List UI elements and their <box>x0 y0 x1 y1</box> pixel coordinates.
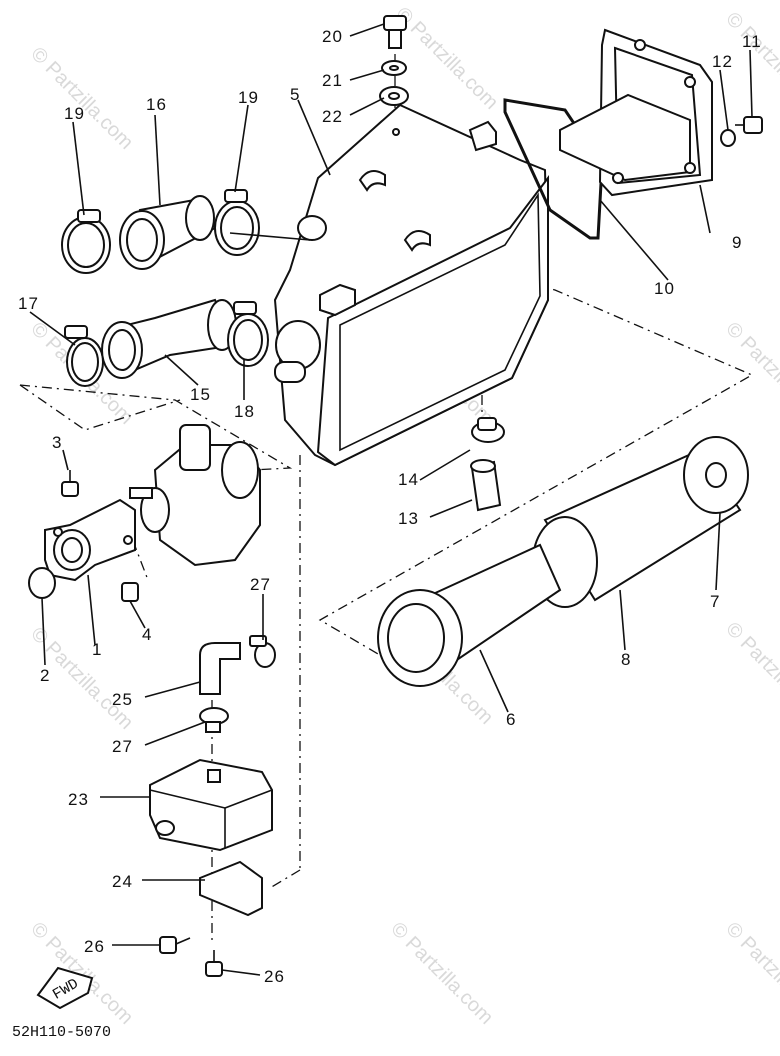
part-19-clamp-right <box>214 189 260 256</box>
part-19-clamp-left <box>61 209 111 274</box>
part-1-carburetor-joint <box>44 498 136 582</box>
fwd-arrow-icon: FWD <box>36 966 94 1010</box>
part-3-bolt <box>61 470 79 497</box>
callout-1: 1 <box>92 640 102 659</box>
callout-16: 16 <box>146 95 167 114</box>
callout-26-right: 26 <box>264 967 285 986</box>
leader-lines <box>29 23 753 976</box>
callout-20: 20 <box>322 27 343 46</box>
callout-26-left: 26 <box>84 937 105 956</box>
callout-22: 22 <box>322 107 343 126</box>
diagram-code: 52H110-5070 <box>12 1024 111 1041</box>
callout-6: 6 <box>506 710 516 729</box>
part-4-nut <box>121 582 139 602</box>
part-16-joint <box>119 195 217 270</box>
part-6-element-guide <box>377 543 562 687</box>
callout-3: 3 <box>52 433 62 452</box>
part-9-joint <box>559 28 713 197</box>
part-22-grommet <box>379 86 409 106</box>
part-25-hose <box>199 642 241 695</box>
callout-numbers: 20 21 22 5 11 12 9 10 19 16 19 17 15 18 … <box>18 27 762 986</box>
part-17-clamp <box>64 325 104 387</box>
callout-17: 17 <box>18 294 39 313</box>
callout-2: 2 <box>40 666 50 685</box>
callout-12: 12 <box>712 52 733 71</box>
part-14-clamp <box>471 417 505 443</box>
part-24-bracket <box>199 860 263 917</box>
callout-14: 14 <box>398 470 419 489</box>
part-2-o-ring <box>28 567 56 599</box>
part-27-clip-upper <box>249 635 276 668</box>
part-10-gasket <box>503 98 604 240</box>
callout-19-right: 19 <box>238 88 259 107</box>
carburetor <box>129 424 261 567</box>
part-7-cap <box>683 436 749 514</box>
watermark-11: © Partzilla.com <box>386 918 497 1029</box>
part-18-clamp <box>227 301 269 367</box>
callout-11: 11 <box>742 32 762 51</box>
callout-5: 5 <box>290 85 300 104</box>
part-23-drain-tank <box>149 758 273 852</box>
part-15-joint <box>101 298 237 379</box>
watermark-12: © Partzilla.com <box>721 918 780 1029</box>
callout-13: 13 <box>398 509 419 528</box>
callout-25: 25 <box>112 690 133 709</box>
watermark-1: © Partzilla.com <box>26 43 137 154</box>
part-26-screw-right <box>205 950 223 977</box>
callout-8: 8 <box>621 650 631 669</box>
callout-19-left: 19 <box>64 104 85 123</box>
part-21-washer <box>381 60 407 76</box>
watermark-9: © Partzilla.com <box>721 618 780 729</box>
callout-10: 10 <box>654 279 675 298</box>
watermark-10: © Partzilla.com <box>26 918 137 1029</box>
callout-27-lower: 27 <box>112 737 133 756</box>
part-27-clip-lower <box>199 707 229 733</box>
part-5-air-cleaner-case <box>273 103 550 467</box>
part-26-screw-left <box>159 936 191 954</box>
part-12-washer <box>720 129 736 147</box>
callout-15: 15 <box>190 385 211 404</box>
callout-24: 24 <box>112 872 133 891</box>
watermark-6: © Partzilla.com <box>721 318 780 429</box>
callout-4: 4 <box>142 625 152 644</box>
callout-23: 23 <box>68 790 89 809</box>
callout-9: 9 <box>732 233 742 252</box>
part-20-bolt <box>383 15 407 49</box>
callout-18: 18 <box>234 402 255 421</box>
callout-21: 21 <box>322 71 343 90</box>
part-11-screw <box>735 116 763 134</box>
part-13-drain-hose <box>470 459 502 512</box>
callout-7: 7 <box>710 592 720 611</box>
callout-27-upper: 27 <box>250 575 271 594</box>
